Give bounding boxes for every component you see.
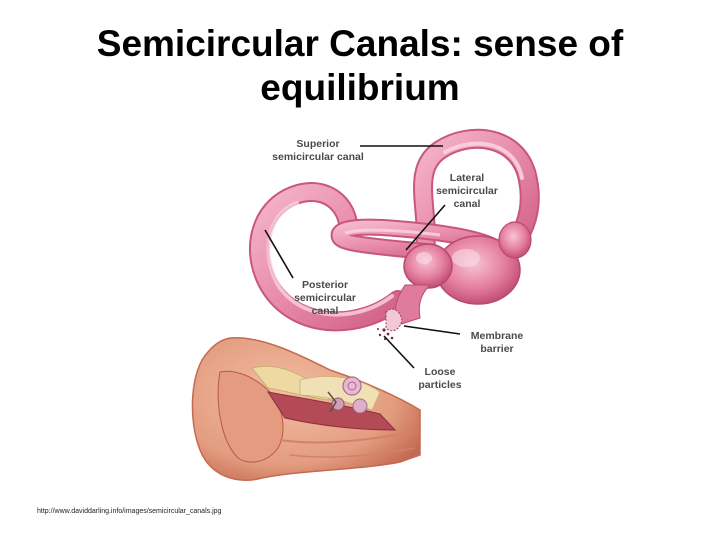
label-posterior-line2: semicircular bbox=[294, 292, 356, 304]
leader-membrane bbox=[404, 326, 460, 334]
label-membrane-line2: barrier bbox=[480, 343, 513, 355]
label-loose-line2: particles bbox=[418, 379, 461, 391]
label-lateral-line3: canal bbox=[454, 198, 481, 210]
label-posterior-canal: Posterior semicircular canal bbox=[280, 279, 370, 318]
label-loose-particles: Loose particles bbox=[405, 366, 475, 392]
label-membrane-line1: Membrane bbox=[471, 330, 524, 342]
label-superior-line1: Superior bbox=[296, 138, 339, 150]
label-lateral-line2: semicircular bbox=[436, 185, 498, 197]
label-superior-canal: Superior semicircular canal bbox=[268, 138, 368, 164]
source-url: http://www.daviddarling.info/images/semi… bbox=[37, 508, 221, 515]
label-lateral-canal: Lateral semicircular canal bbox=[422, 172, 512, 211]
label-loose-line1: Loose bbox=[425, 366, 456, 378]
label-posterior-line1: Posterior bbox=[302, 279, 348, 291]
leader-loose bbox=[384, 336, 414, 368]
label-membrane-barrier: Membrane barrier bbox=[457, 330, 537, 356]
label-posterior-line3: canal bbox=[312, 305, 339, 317]
label-superior-line2: semicircular canal bbox=[272, 151, 364, 163]
label-lateral-line1: Lateral bbox=[450, 172, 484, 184]
outer-ear bbox=[192, 338, 420, 480]
